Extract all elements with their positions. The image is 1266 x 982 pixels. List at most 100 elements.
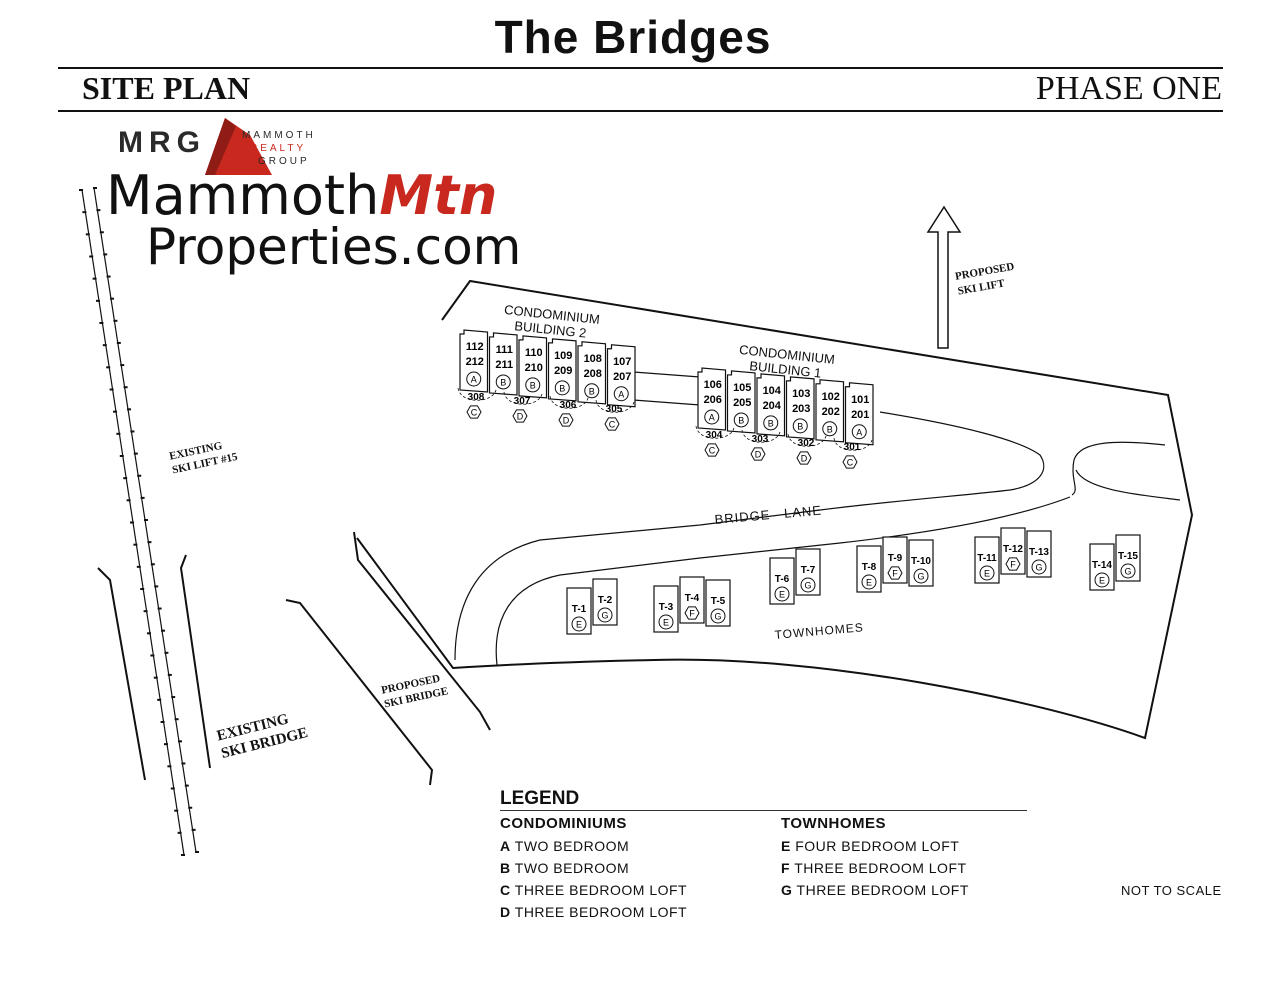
site-plan-label: SITE PLAN bbox=[82, 70, 251, 106]
unit-type-badge: G bbox=[1031, 559, 1047, 575]
townhome-unit bbox=[769, 557, 795, 605]
unit-type-badge: B bbox=[822, 421, 838, 437]
unit-type-letter: A bbox=[709, 413, 715, 423]
legend-label: THREE BEDROOM LOFT bbox=[514, 882, 688, 898]
townhome-name: T-11 bbox=[977, 553, 997, 564]
unit-type-badge: F bbox=[1005, 557, 1021, 571]
legend-key: F bbox=[781, 860, 791, 876]
legend-key: D bbox=[500, 904, 511, 920]
unit-number-upper: 110 bbox=[525, 347, 543, 359]
unit-type-letter: F bbox=[689, 609, 695, 619]
unit-type-letter: D bbox=[563, 416, 570, 426]
unit-type-badge: D bbox=[558, 413, 574, 427]
not-to-scale-note: NOT TO SCALE bbox=[1121, 883, 1222, 898]
unit-type-badge: C bbox=[704, 443, 720, 457]
bridge-lane-road-upper bbox=[454, 411, 1045, 661]
loft-number: 306 bbox=[560, 400, 577, 411]
unit-number-upper: 106 bbox=[704, 379, 722, 391]
unit-type-letter: G bbox=[1035, 563, 1042, 573]
unit-type-badge: E bbox=[861, 574, 877, 590]
unit-type-letter: C bbox=[847, 458, 854, 468]
townhome-name: T-8 bbox=[862, 562, 877, 573]
unit-type-badge: G bbox=[1120, 563, 1136, 579]
legend-town-item: E FOUR BEDROOM LOFT bbox=[781, 835, 969, 857]
existing-ski-bridge-right bbox=[179, 554, 211, 769]
unit-type-badge: F bbox=[684, 606, 700, 620]
townhome-name: T-2 bbox=[598, 595, 613, 606]
proposed-lift-arrow-icon bbox=[926, 205, 962, 349]
unit-number-lower: 208 bbox=[584, 368, 602, 380]
unit-type-letter: A bbox=[471, 375, 477, 385]
unit-number-upper: 108 bbox=[584, 353, 602, 365]
legend-key: G bbox=[781, 882, 793, 898]
unit-type-badge: C bbox=[604, 417, 620, 431]
townhome-name: T-15 bbox=[1118, 551, 1138, 562]
unit-type-badge: A bbox=[466, 371, 482, 387]
unit-type-badge: G bbox=[800, 577, 816, 593]
legend-title: LEGEND bbox=[500, 788, 580, 809]
unit-number-lower: 207 bbox=[613, 371, 631, 383]
loft-number: 307 bbox=[514, 396, 531, 407]
unit-type-badge: C bbox=[842, 455, 858, 469]
townhome-unit bbox=[882, 536, 908, 584]
townhome-cluster: T-14E T-15G bbox=[1089, 534, 1141, 591]
unit-type-letter: E bbox=[779, 590, 785, 600]
legend-townhomes: TOWNHOMES E FOUR BEDROOM LOFT F THREE BE… bbox=[781, 813, 969, 901]
existing-ski-bridge-left bbox=[97, 567, 146, 781]
legend-label: THREE BEDROOM LOFT bbox=[514, 904, 688, 920]
legend-key: B bbox=[500, 860, 511, 876]
unit-type-badge: B bbox=[584, 383, 600, 399]
unit-number-lower: 211 bbox=[495, 359, 513, 371]
unit-type-letter: E bbox=[984, 569, 990, 579]
unit-type-letter: C bbox=[709, 446, 716, 456]
townhome-name: T-6 bbox=[775, 574, 790, 585]
site-wordmark: MammothMtn bbox=[106, 168, 497, 224]
loft-number: 301 bbox=[844, 442, 861, 453]
unit-type-letter: E bbox=[663, 618, 669, 628]
townhome-name: T-3 bbox=[659, 602, 674, 613]
unit-type-letter: G bbox=[601, 611, 608, 621]
unit-number-upper: 101 bbox=[851, 394, 869, 406]
unit-type-letter: D bbox=[517, 412, 524, 422]
townhome-name: T-13 bbox=[1029, 547, 1049, 558]
townhome-name: T-7 bbox=[801, 565, 816, 576]
unit-number-lower: 206 bbox=[704, 394, 722, 406]
townhome-name: T-10 bbox=[911, 556, 931, 567]
townhome-name: T-14 bbox=[1092, 560, 1112, 571]
legend-key: E bbox=[781, 838, 791, 854]
unit-type-badge: B bbox=[763, 415, 779, 431]
header-rule-top bbox=[58, 67, 1223, 69]
unit-type-letter: G bbox=[804, 581, 811, 591]
logo-line-group: GROUP bbox=[258, 156, 310, 167]
unit-type-letter: E bbox=[866, 578, 872, 588]
townhome-name: T-5 bbox=[711, 596, 726, 607]
unit-type-letter: C bbox=[471, 408, 478, 418]
unit-type-badge: E bbox=[1094, 572, 1110, 588]
mrg-logo-letters: MRG bbox=[118, 126, 206, 159]
unit-type-letter: E bbox=[1099, 576, 1105, 586]
unit-type-letter: B bbox=[530, 380, 536, 390]
proposed-ski-bridge-right bbox=[353, 531, 491, 731]
unit-type-letter: A bbox=[856, 427, 862, 437]
wordmark-mtn: Mtn bbox=[379, 164, 498, 227]
legend-condo-item: D THREE BEDROOM LOFT bbox=[500, 901, 687, 923]
unit-type-badge: D bbox=[750, 447, 766, 461]
townhome-cluster: T-6E T-7G bbox=[769, 548, 821, 605]
unit-type-badge: B bbox=[495, 374, 511, 390]
wordmark-mammoth: Mammoth bbox=[106, 164, 380, 227]
unit-type-badge: G bbox=[913, 568, 929, 584]
unit-type-badge: E bbox=[658, 614, 674, 630]
unit-type-badge: D bbox=[512, 409, 528, 423]
logo-line-mammoth: MAMMOTH bbox=[242, 130, 316, 141]
legend-condo-heading: CONDOMINIUMS bbox=[500, 815, 627, 832]
legend-town-item: F THREE BEDROOM LOFT bbox=[781, 857, 969, 879]
unit-type-badge: C bbox=[466, 405, 482, 419]
header-rule-bottom bbox=[58, 110, 1223, 112]
unit-type-letter: G bbox=[917, 572, 924, 582]
townhome-cluster: T-3ET-4FT-5G bbox=[653, 576, 731, 633]
unit-number-upper: 112 bbox=[466, 341, 484, 353]
legend-rule bbox=[500, 810, 1027, 811]
unit-type-letter: B bbox=[797, 421, 803, 431]
